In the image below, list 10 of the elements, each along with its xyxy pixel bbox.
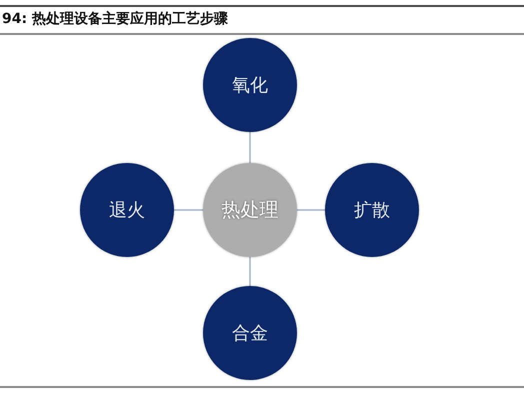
connector-line xyxy=(249,132,251,163)
process-circle: 扩散 xyxy=(325,163,419,257)
figure-title: 94: 热处理设备主要应用的工艺步骤 xyxy=(2,10,228,28)
process-circle: 氧化 xyxy=(203,38,297,132)
process-circle: 退火 xyxy=(80,163,174,257)
connector-line xyxy=(249,257,251,286)
process-circle: 合金 xyxy=(203,286,297,380)
process-circle: 热处理 xyxy=(203,163,297,257)
connector-line xyxy=(297,209,325,211)
connector-line xyxy=(174,209,203,211)
